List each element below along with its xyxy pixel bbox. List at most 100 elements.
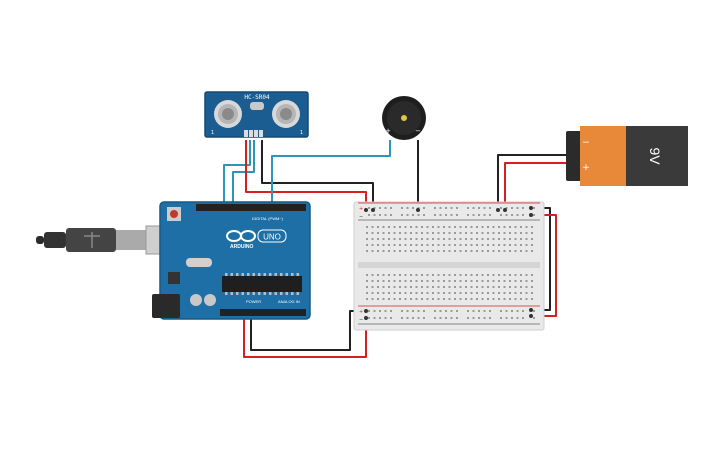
breadboard-hole[interactable] [459, 250, 462, 252]
piezo-buzzer[interactable]: + − [382, 96, 426, 140]
breadboard-hole[interactable] [437, 238, 440, 240]
breadboard-hole[interactable] [412, 310, 414, 312]
breadboard-hole[interactable] [509, 274, 511, 276]
breadboard-hole[interactable] [533, 310, 535, 312]
breadboard-hole[interactable] [410, 292, 412, 294]
breadboard-hole[interactable] [377, 274, 379, 276]
breadboard-hole[interactable] [509, 232, 511, 234]
breadboard-hole[interactable] [514, 232, 517, 234]
breadboard-hole[interactable] [417, 214, 420, 216]
breadboard-hole[interactable] [432, 238, 434, 240]
breadboard-hole[interactable] [459, 286, 462, 288]
breadboard-hole[interactable] [511, 317, 513, 319]
breadboard-hole[interactable] [443, 250, 445, 252]
breadboard-hole[interactable] [388, 232, 390, 234]
breadboard-hole[interactable] [390, 207, 392, 209]
breadboard-hole[interactable] [531, 274, 533, 276]
breadboard-hole[interactable] [399, 286, 401, 288]
breadboard-hole[interactable] [450, 310, 453, 312]
breadboard-hole[interactable] [404, 286, 407, 288]
breadboard-hole[interactable] [399, 226, 401, 228]
breadboard-hole[interactable] [399, 232, 401, 234]
breadboard-hole[interactable] [500, 310, 502, 312]
breadboard-hole[interactable] [445, 317, 447, 319]
breadboard-hole[interactable] [401, 317, 403, 319]
breadboard-hole[interactable] [368, 317, 370, 319]
breadboard-hole[interactable] [476, 286, 478, 288]
breadboard-hole[interactable] [503, 298, 506, 300]
breadboard-hole[interactable] [406, 214, 409, 216]
breadboard-hole[interactable] [465, 286, 467, 288]
breadboard-hole[interactable] [388, 226, 390, 228]
breadboard-hole[interactable] [371, 280, 374, 282]
breadboard-hole[interactable] [382, 292, 385, 294]
breadboard-hole[interactable] [432, 280, 434, 282]
breadboard-hole[interactable] [448, 292, 451, 294]
breadboard-hole[interactable] [421, 280, 423, 282]
wire-buzzer-signal[interactable] [271, 140, 391, 206]
breadboard-hole[interactable] [426, 292, 429, 294]
breadboard-hole[interactable] [492, 244, 495, 246]
breadboard-hole[interactable] [439, 310, 442, 312]
breadboard-hole[interactable] [459, 292, 462, 294]
breadboard-hole[interactable] [525, 298, 528, 300]
breadboard-hole[interactable] [481, 232, 484, 234]
breadboard-hole[interactable] [531, 238, 533, 240]
breadboard-hole[interactable] [456, 214, 458, 216]
breadboard-hole[interactable] [525, 274, 528, 276]
breadboard-hole[interactable] [388, 280, 390, 282]
breadboard-hole[interactable] [465, 232, 467, 234]
breadboard-hole[interactable] [417, 310, 420, 312]
breadboard-hole[interactable] [393, 250, 396, 252]
breadboard-hole[interactable] [415, 298, 418, 300]
breadboard-hole[interactable] [509, 298, 511, 300]
breadboard-hole[interactable] [533, 207, 535, 209]
breadboard-hole[interactable] [448, 286, 451, 288]
breadboard-hole[interactable] [377, 238, 379, 240]
breadboard-hole[interactable] [459, 274, 462, 276]
breadboard-hole[interactable] [472, 214, 475, 216]
breadboard-hole[interactable] [393, 244, 396, 246]
breadboard-hole[interactable] [366, 292, 368, 294]
breadboard-hole[interactable] [467, 214, 469, 216]
breadboard-hole[interactable] [448, 280, 451, 282]
breadboard-hole[interactable] [448, 250, 451, 252]
breadboard-hole[interactable] [448, 238, 451, 240]
breadboard-hole[interactable] [371, 298, 374, 300]
breadboard-hole[interactable] [366, 298, 368, 300]
breadboard-hole[interactable] [432, 298, 434, 300]
breadboard-hole[interactable] [454, 292, 456, 294]
breadboard-hole[interactable] [492, 250, 495, 252]
breadboard-hole[interactable] [388, 274, 390, 276]
breadboard-hole[interactable] [476, 292, 478, 294]
breadboard-hole[interactable] [476, 250, 478, 252]
breadboard-hole[interactable] [401, 310, 403, 312]
breadboard-hole[interactable] [503, 232, 506, 234]
breadboard-hole[interactable] [410, 250, 412, 252]
breadboard-hole[interactable] [500, 317, 502, 319]
breadboard-hole[interactable] [379, 214, 381, 216]
breadboard-hole[interactable] [454, 250, 456, 252]
breadboard-hole[interactable] [478, 317, 480, 319]
breadboard-hole[interactable] [421, 298, 423, 300]
breadboard-hole[interactable] [454, 238, 456, 240]
breadboard-hole[interactable] [384, 310, 387, 312]
breadboard-hole[interactable] [382, 280, 385, 282]
breadboard-hole[interactable] [421, 244, 423, 246]
breadboard-hole[interactable] [503, 226, 506, 228]
breadboard-hole[interactable] [514, 298, 517, 300]
breadboard-hole[interactable] [432, 286, 434, 288]
breadboard-hole[interactable] [470, 232, 473, 234]
breadboard-hole[interactable] [470, 250, 473, 252]
breadboard-hole[interactable] [443, 298, 445, 300]
wire-sensor-vcc[interactable] [245, 140, 367, 210]
breadboard-hole[interactable] [423, 214, 425, 216]
breadboard-hole[interactable] [388, 238, 390, 240]
breadboard-hole[interactable] [520, 286, 522, 288]
breadboard-hole[interactable] [417, 207, 420, 209]
breadboard-hole[interactable] [379, 317, 381, 319]
breadboard-hole[interactable] [487, 226, 489, 228]
breadboard-hole[interactable] [514, 280, 517, 282]
breadboard-hole[interactable] [371, 274, 374, 276]
breadboard-hole[interactable] [377, 292, 379, 294]
